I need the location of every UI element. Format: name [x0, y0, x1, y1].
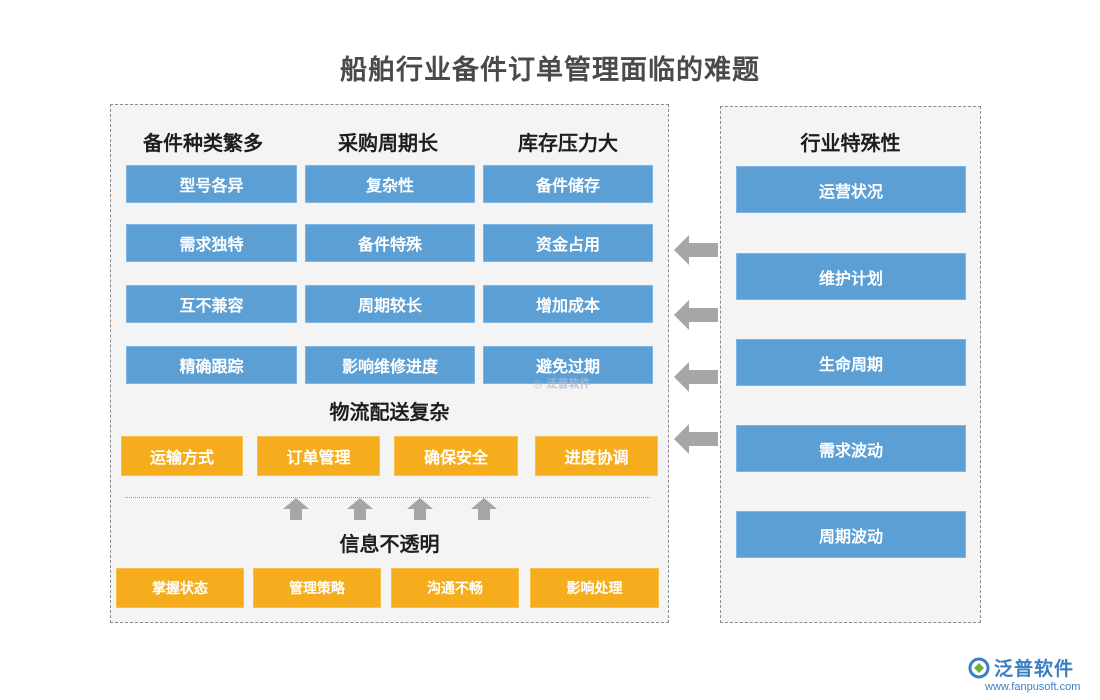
up-arrow-icon: [471, 498, 497, 520]
inventory-item: 增加成本: [483, 285, 653, 323]
inventory-item: 资金占用: [483, 224, 653, 262]
fanpu-logo-icon: [968, 657, 990, 678]
information-title: 信息不透明: [339, 532, 440, 556]
procurement-item: 影响维修进度: [305, 346, 475, 384]
left-arrow-icon: [674, 300, 718, 330]
left-arrow-icon: [674, 362, 718, 392]
left-arrow-icon: [674, 235, 718, 265]
variety-item: 互不兼容: [126, 285, 297, 323]
logistics-item: 进度协调: [535, 436, 658, 476]
up-arrow-icon: [347, 498, 373, 520]
column-header-inventory: 库存压力大: [518, 131, 618, 155]
industry-item: 运营状况: [736, 166, 966, 213]
procurement-item: 备件特殊: [305, 224, 475, 262]
left-arrow-icon: [674, 424, 718, 454]
divider-line: [125, 497, 650, 498]
information-item: 管理策略: [253, 568, 381, 608]
column-header-procurement: 采购周期长: [338, 131, 438, 155]
industry-item: 需求波动: [736, 425, 966, 472]
logistics-item: 运输方式: [121, 436, 243, 476]
industry-item: 周期波动: [736, 511, 966, 558]
column-header-variety: 备件种类繁多: [143, 131, 263, 155]
logistics-item: 确保安全: [394, 436, 518, 476]
watermark: ◎ 泛普软件: [533, 375, 590, 391]
brand-logo: 泛普软件: [968, 654, 1074, 681]
inventory-item: 避免过期: [483, 346, 653, 384]
up-arrow-icon: [407, 498, 433, 520]
logo-text: 泛普软件: [994, 658, 1075, 680]
industry-title: 行业特殊性: [800, 131, 901, 155]
procurement-item: 复杂性: [305, 165, 475, 203]
logistics-item: 订单管理: [257, 436, 380, 476]
watermark-logo-icon: ◎: [533, 377, 543, 390]
watermark-text: 泛普软件: [546, 377, 591, 390]
logo-url: www.fanpusoft.com: [985, 681, 1081, 693]
variety-item: 精确跟踪: [126, 346, 297, 384]
procurement-item: 周期较长: [305, 285, 475, 323]
information-item: 掌握状态: [116, 568, 244, 608]
logistics-title: 物流配送复杂: [329, 400, 450, 424]
information-item: 沟通不畅: [391, 568, 519, 608]
up-arrow-icon: [283, 498, 309, 520]
diagram-title: 船舶行业备件订单管理面临的难题: [340, 55, 760, 86]
information-item: 影响处理: [530, 568, 659, 608]
variety-item: 需求独特: [126, 224, 297, 262]
inventory-item: 备件储存: [483, 165, 653, 203]
industry-item: 维护计划: [736, 253, 966, 300]
variety-item: 型号各异: [126, 165, 297, 203]
industry-item: 生命周期: [736, 339, 966, 386]
